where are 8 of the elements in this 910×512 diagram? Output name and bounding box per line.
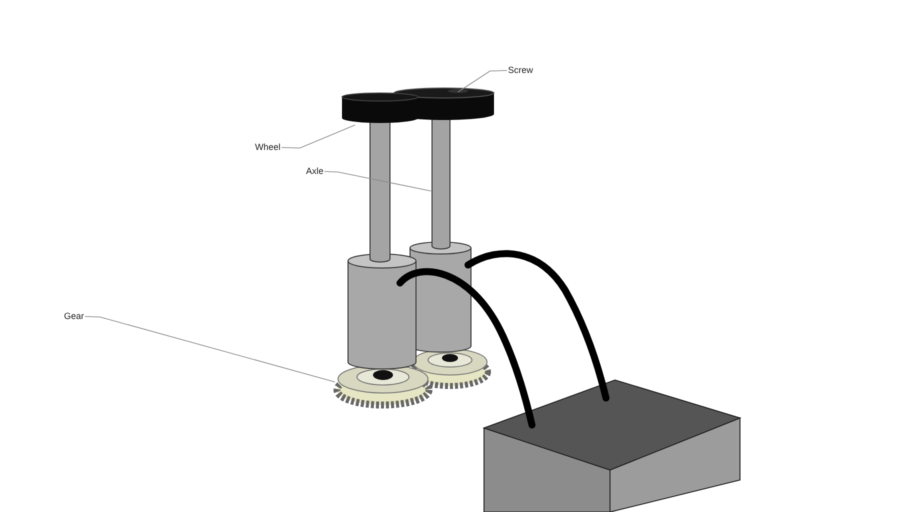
part-label: Axle [305, 166, 325, 177]
part-label: Wheel [254, 142, 282, 153]
leader-line [84, 316, 336, 382]
leader-line [458, 70, 508, 92]
leader-line [324, 171, 432, 192]
part-label: Screw [507, 65, 534, 76]
leader-line [281, 124, 356, 148]
part-label: Gear [63, 311, 86, 322]
